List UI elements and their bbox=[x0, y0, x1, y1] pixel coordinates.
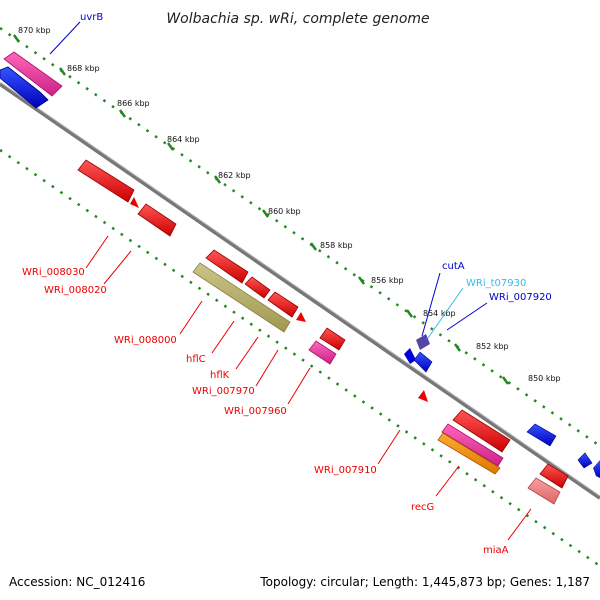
label-miaA: miaA bbox=[483, 545, 509, 556]
gene-uvrB-blue[interactable] bbox=[0, 66, 49, 109]
gene-WRi_008020[interactable] bbox=[137, 203, 177, 237]
gene-miaA[interactable] bbox=[527, 477, 561, 505]
gene-pink-852[interactable] bbox=[441, 423, 504, 467]
gene-red-856[interactable] bbox=[418, 390, 428, 402]
label-recG: recG bbox=[411, 502, 434, 513]
gene-WRi_007920[interactable] bbox=[413, 351, 433, 373]
gene-red-860d[interactable] bbox=[296, 312, 306, 322]
label-WRi_007920: WRi_007920 bbox=[489, 292, 552, 303]
tick-label-868: 868 kbp bbox=[67, 64, 100, 73]
tick-label-858: 858 kbp bbox=[320, 241, 353, 250]
tick-label-870: 870 kbp bbox=[18, 26, 51, 35]
label-WRi_007960: WRi_007960 bbox=[224, 406, 287, 417]
genome-summary-text: Topology: circular; Length: 1,445,873 bp… bbox=[259, 575, 590, 589]
callout-lines bbox=[49, 21, 532, 541]
tick-label-864: 864 kbp bbox=[167, 135, 200, 144]
gene-fwd-blue-850c[interactable] bbox=[593, 460, 600, 478]
label-WRi_008000: WRi_008000 bbox=[114, 335, 177, 346]
gene-WRi_007960[interactable] bbox=[308, 340, 337, 365]
gene-WRi_008030-small[interactable] bbox=[130, 197, 139, 208]
gene-WRi_008030[interactable] bbox=[77, 159, 135, 203]
tick-label-860: 860 kbp bbox=[268, 207, 301, 216]
label-WRi_007910: WRi_007910 bbox=[314, 465, 377, 476]
label-cutA: cutA bbox=[442, 261, 465, 272]
tick-label-856: 856 kbp bbox=[371, 276, 404, 285]
gene-red-858[interactable] bbox=[319, 327, 346, 351]
label-WRi_t07930: WRi_t07930 bbox=[466, 278, 526, 289]
label-uvrB: uvrB bbox=[80, 12, 103, 23]
label-WRi_008030: WRi_008030 bbox=[22, 267, 85, 278]
label-hflK: hflK bbox=[210, 370, 230, 381]
tick-label-866: 866 kbp bbox=[117, 99, 150, 108]
accession-text: Accession: NC_012416 bbox=[9, 575, 145, 589]
gene-WRi_t07930[interactable] bbox=[404, 348, 416, 364]
gene-cutA[interactable] bbox=[416, 334, 430, 350]
gene-WRi_008000[interactable] bbox=[192, 262, 291, 333]
gene-red-850[interactable] bbox=[539, 463, 569, 489]
gene-recG[interactable] bbox=[437, 432, 501, 475]
outer-tick-track bbox=[0, 26, 600, 448]
gene-fwd-blue-850a[interactable] bbox=[526, 423, 557, 447]
label-hflC: hflC bbox=[186, 354, 206, 365]
map-title: Wolbachia sp. wRi, complete genome bbox=[166, 11, 429, 27]
gene-red-860a[interactable] bbox=[205, 249, 249, 284]
gene-red-852a[interactable] bbox=[452, 409, 511, 453]
tick-label-854: 854 kbp bbox=[423, 309, 456, 318]
tick-label-850: 850 kbp bbox=[528, 374, 561, 383]
tick-label-852: 852 kbp bbox=[476, 342, 509, 351]
label-WRi_007970: WRi_007970 bbox=[192, 386, 255, 397]
label-WRi_008020: WRi_008020 bbox=[44, 285, 107, 296]
gene-fwd-blue-850b[interactable] bbox=[577, 452, 593, 469]
tick-label-862: 862 kbp bbox=[218, 171, 251, 180]
gene-red-860c[interactable] bbox=[267, 291, 299, 318]
gene-uvrB-pink[interactable] bbox=[3, 51, 63, 97]
genome-backbone bbox=[0, 82, 600, 500]
gene-red-860b[interactable] bbox=[244, 276, 271, 299]
outer-major-ticks bbox=[12, 34, 510, 385]
